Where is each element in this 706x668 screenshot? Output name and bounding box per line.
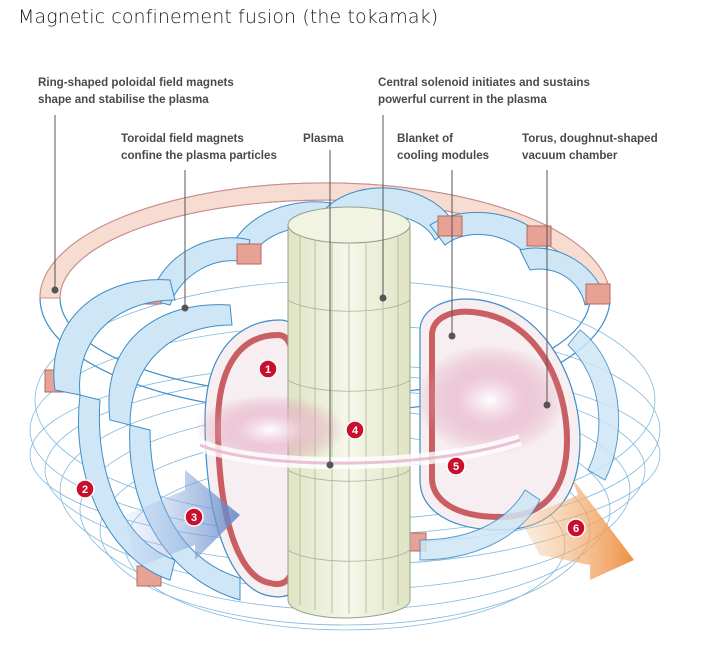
- label-plasma: Plasma: [303, 132, 344, 145]
- label-blanket: Blanket of cooling modules: [397, 132, 490, 162]
- leader-lines: [51, 115, 551, 469]
- label-torus: Torus, doughnut-shaped vacuum chamber: [522, 132, 658, 162]
- marker-5: 5: [446, 456, 466, 476]
- plasma-glow: [195, 345, 565, 470]
- central-solenoid: [287, 206, 411, 619]
- svg-text:6: 6: [573, 523, 579, 535]
- marker-1: 1: [258, 359, 278, 379]
- marker-3: 3: [184, 507, 204, 527]
- svg-text:5: 5: [453, 461, 459, 473]
- toroidal-magnets-front-right: [419, 329, 620, 561]
- svg-text:3: 3: [191, 512, 197, 524]
- label-central-solenoid: Central solenoid initiates and sustains …: [378, 76, 590, 106]
- numbered-markers: 1 2 3 4 5 6: [75, 359, 586, 538]
- svg-text:1: 1: [265, 364, 271, 376]
- svg-text:4: 4: [352, 425, 359, 437]
- label-toroidal-magnets: Toroidal field magnets confine the plasm…: [121, 132, 277, 162]
- blue-arrow: [125, 470, 240, 568]
- diagram-title: Magnetic confinement fusion (the tokamak…: [18, 6, 439, 28]
- marker-4: 4: [345, 420, 365, 440]
- label-poloidal-magnets: Ring-shaped poloidal field magnets shape…: [38, 76, 234, 106]
- marker-2: 2: [75, 479, 95, 499]
- svg-text:2: 2: [82, 484, 88, 496]
- marker-6: 6: [566, 518, 586, 538]
